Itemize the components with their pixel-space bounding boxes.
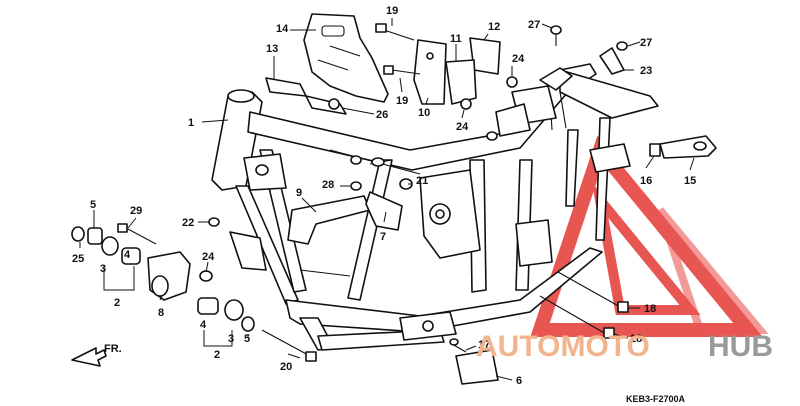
callout-19-upper: 19 <box>386 5 398 17</box>
seat-plate-part-14 <box>303 13 389 103</box>
long-bolts-part-18 <box>539 271 629 339</box>
callout-23: 23 <box>640 65 652 77</box>
rear-items <box>550 25 717 159</box>
plates-10-11-12 <box>413 37 518 110</box>
watermark-right: HUB <box>708 330 773 363</box>
watermark-logo <box>530 135 769 337</box>
callout-18-lower: 18 <box>630 333 642 345</box>
callout-15: 15 <box>684 175 696 187</box>
callout-24-left: 24 <box>202 251 215 263</box>
callout-19-lower: 19 <box>396 95 408 107</box>
callout-3-lower: 3 <box>228 333 234 345</box>
callout-27-right: 27 <box>640 37 652 49</box>
callout-10: 10 <box>418 107 430 119</box>
callout-14: 14 <box>276 23 289 35</box>
leader-lines <box>79 18 695 381</box>
figure-code: KEB3-F2700A <box>626 394 686 404</box>
callout-6: 6 <box>516 375 522 387</box>
callout-17: 17 <box>478 339 490 351</box>
callout-26: 26 <box>376 109 388 121</box>
callout-25: 25 <box>72 253 84 265</box>
center-brackets <box>287 178 413 245</box>
callout-20: 20 <box>280 361 292 373</box>
callout-2-lower: 2 <box>214 349 220 361</box>
engine-mount-hardware <box>71 217 317 362</box>
callout-2-upper: 2 <box>114 297 120 309</box>
callout-27-left: 27 <box>528 19 540 31</box>
front-direction-label: FR. <box>104 343 122 355</box>
bracket-part-13 <box>265 77 347 115</box>
callout-labels: 1 2 2 3 3 4 4 5 5 6 7 8 9 10 11 12 13 14… <box>72 5 696 387</box>
callout-24-upper: 24 <box>512 53 525 65</box>
callout-18-upper: 18 <box>644 303 656 315</box>
front-direction-arrow: FR. <box>71 343 122 367</box>
callout-4-lower: 4 <box>200 319 207 331</box>
callout-24-middle: 24 <box>456 121 469 133</box>
callout-3-upper: 3 <box>100 263 106 275</box>
callout-4-upper: 4 <box>124 249 131 261</box>
callout-8: 8 <box>158 307 164 319</box>
callout-16: 16 <box>640 175 652 187</box>
callout-5-upper: 5 <box>90 199 96 211</box>
callout-21: 21 <box>416 175 428 187</box>
callout-7: 7 <box>380 231 386 243</box>
watermark-left: AUTOMOTO <box>476 330 650 363</box>
callout-28: 28 <box>322 179 334 191</box>
bolts-part-19 <box>375 23 421 75</box>
watermark-text: AUTOMOTO HUB <box>476 330 773 363</box>
callout-12: 12 <box>488 21 500 33</box>
callout-22: 22 <box>182 217 194 229</box>
callout-9: 9 <box>296 187 302 199</box>
callout-29: 29 <box>130 205 142 217</box>
callout-1: 1 <box>188 117 194 129</box>
main-frame <box>211 63 659 351</box>
callout-13: 13 <box>266 43 278 55</box>
callout-5-lower: 5 <box>244 333 250 345</box>
bracket-part-6 <box>449 338 499 385</box>
callout-11: 11 <box>450 33 462 45</box>
